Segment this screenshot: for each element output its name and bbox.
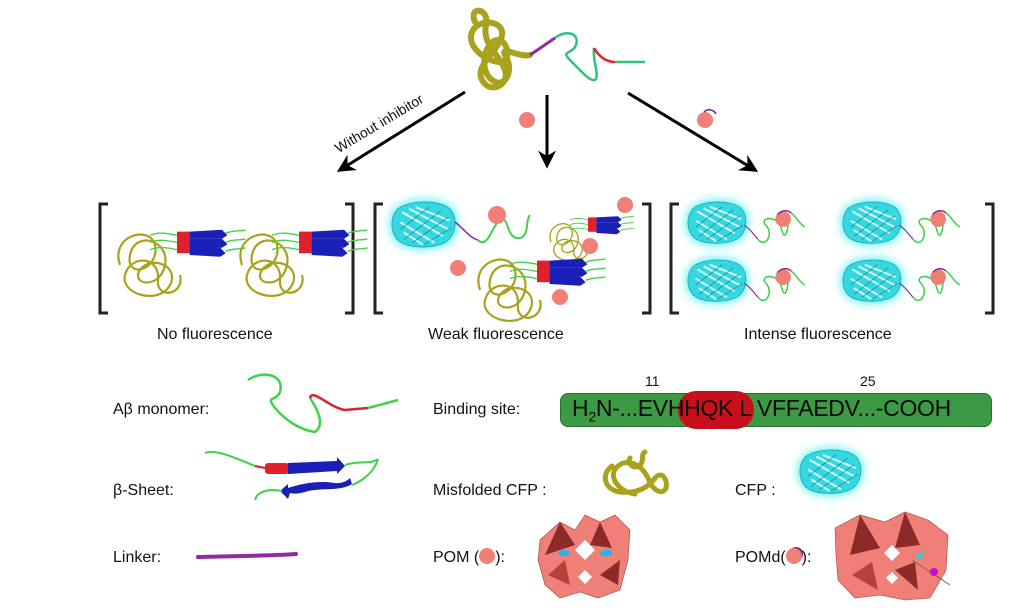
seq-n-terminus-rest: N-...EV [595,395,668,421]
pom-dot-icon [479,548,496,564]
legend-misfolded-cfp-icon [602,449,669,497]
bracket-panel-2 [373,202,652,315]
legend-label-misfolded-cfp: Misfolded CFP : [433,482,547,499]
legend-linker-icon [196,552,298,559]
pom-on-center-arrow [519,112,535,128]
legend-cfp-icon [798,448,862,495]
pomd-label-suffix: ): [801,549,812,566]
caption-intense-fluorescence: Intense fluorescence [744,326,892,343]
legend-label-beta-sheet: β-Sheet: [113,482,174,499]
top-abeta [554,32,598,82]
legend-beta-sheet-icon [204,450,379,501]
top-binding-region [592,47,616,64]
legend-abeta-monomer-icon [247,373,399,434]
bracket-panel-1 [98,202,355,315]
pom-label-prefix: POM ( [433,549,480,566]
top-linker [529,36,556,57]
sequence-text: H2N-...EVHHQK L VFFAEDV...-COOH [572,395,951,425]
binding-site-highlight [678,391,754,429]
legend-label-cfp: CFP : [735,482,776,499]
legend-pom-structure [537,514,631,599]
pomd-metal-center [930,568,938,576]
caption-weak-fluorescence: Weak fluorescence [428,326,564,343]
legend-label-abeta-monomer: Aβ monomer: [113,401,210,418]
arrow-left [336,90,466,172]
bracket-panel-3 [669,202,995,315]
seq-n-terminus-h: H [572,395,589,421]
legend-label-pomd: POMd(): [735,548,811,567]
legend-pomd-structure [834,511,951,601]
panel-2-mixed [390,197,635,323]
pomd-on-right-arrow [697,112,713,128]
pomd-dot-icon [785,548,802,564]
pomd-label-prefix: POMd( [735,549,786,566]
arrow-right [627,91,759,172]
seq-binding-residues: HHQK [667,395,734,421]
seq-c-terminal-part: L VFFAEDV...-COOH [733,395,951,421]
sequence-bar [560,393,992,427]
seq-n-terminus-sub: 2 [588,408,596,425]
panel-3-folded [688,202,960,301]
top-construct [468,7,645,91]
pom-label-suffix: ): [495,549,505,566]
legend-label-binding-site: Binding site: [433,401,521,418]
panel-1-aggregates [117,229,369,298]
legend-label-pom: POM (): [433,548,505,567]
caption-no-fluorescence: No fluorescence [157,326,273,343]
legend-label-linker: Linker: [113,549,162,566]
residue-number-25: 25 [860,373,876,389]
top-misfolded-cfp [468,7,533,91]
residue-number-11: 11 [645,373,660,389]
